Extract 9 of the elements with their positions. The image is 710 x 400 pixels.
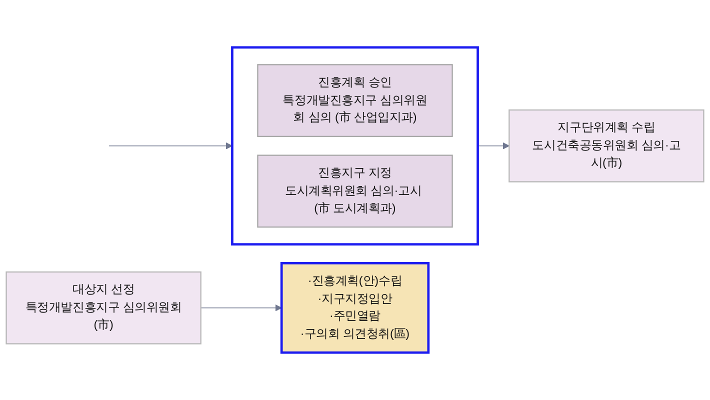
cluster: [231, 46, 479, 246]
node-box: ·진흥계획(안)수립 ·지구지정입안 ·주민열람 ·구의회 의견청취(區): [280, 262, 430, 354]
node-box: 지구단위계획 수립 도시건축공동위원회 심의·고시(市): [508, 109, 704, 182]
arrow: [200, 304, 282, 312]
node-box: 대상지 선정 특정개발진흥지구 심의위원회(市): [6, 271, 202, 344]
arrow: [108, 142, 233, 150]
arrow: [477, 142, 510, 150]
node-box: 진흥계획 승인 특정개발진흥지구 심의위원회 심의 (市 산업입지과): [257, 64, 453, 138]
node-box: 진흥지구 지정 도시계획위원회 심의·고시 (市 도시계획과): [257, 154, 453, 228]
